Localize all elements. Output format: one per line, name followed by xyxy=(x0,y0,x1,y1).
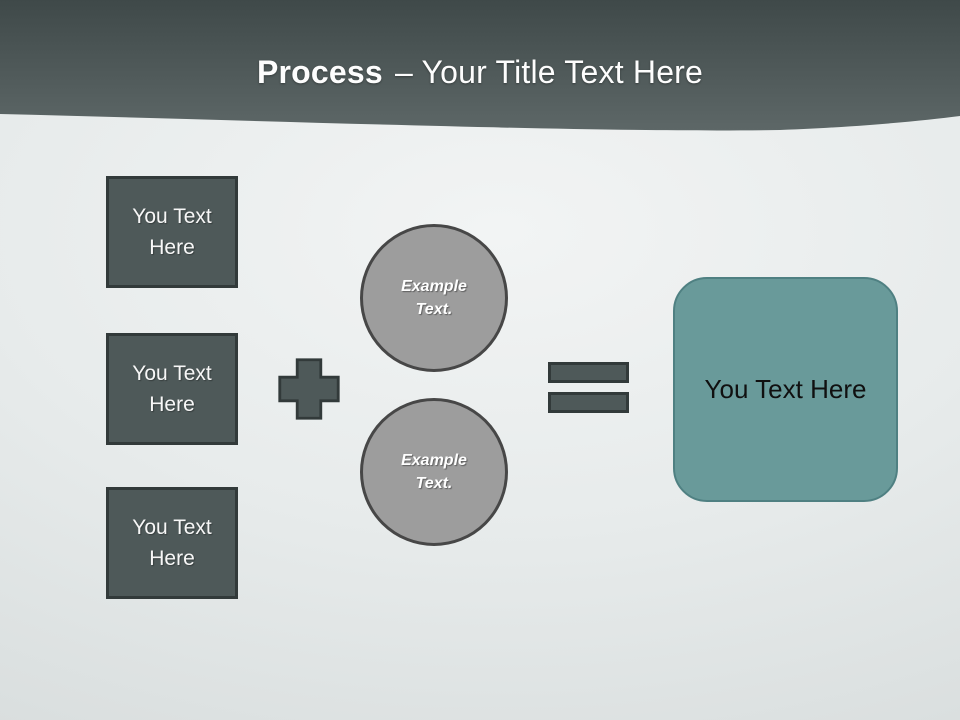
input-box-1-label: You Text Here xyxy=(132,204,212,260)
input-box-2-label: You Text Here xyxy=(132,361,212,417)
input-box-3-label: You Text Here xyxy=(132,515,212,571)
equals-icon-bar-bottom xyxy=(548,392,629,413)
input-box-2[interactable]: You Text Here xyxy=(106,333,238,445)
example-circle-1-line1: Example xyxy=(401,277,467,295)
slide-title[interactable]: Process – Your Title Text Here xyxy=(0,54,960,91)
equals-icon-bar-top xyxy=(548,362,629,383)
header-wave-band xyxy=(0,0,960,131)
example-circle-1-line2: Text. xyxy=(415,301,453,318)
input-box-1[interactable]: You Text Here xyxy=(106,176,238,288)
plus-icon xyxy=(278,358,340,420)
example-circle-2-line2: Text. xyxy=(415,475,453,492)
input-box-3[interactable]: You Text Here xyxy=(106,487,238,599)
example-circle-1[interactable]: Example Text. xyxy=(360,224,508,372)
plus-sign[interactable] xyxy=(276,356,342,422)
example-circle-2[interactable]: Example Text. xyxy=(360,398,508,546)
slide-title-rest: – Your Title Text Here xyxy=(395,54,704,90)
slide-title-emphasis: Process xyxy=(256,54,383,90)
example-circle-2-line1: Example xyxy=(401,451,467,469)
header-wave-shape xyxy=(0,0,960,131)
equals-sign[interactable] xyxy=(548,362,629,413)
result-box[interactable]: You Text Here xyxy=(673,277,898,502)
result-box-label: You Text Here xyxy=(704,374,867,404)
